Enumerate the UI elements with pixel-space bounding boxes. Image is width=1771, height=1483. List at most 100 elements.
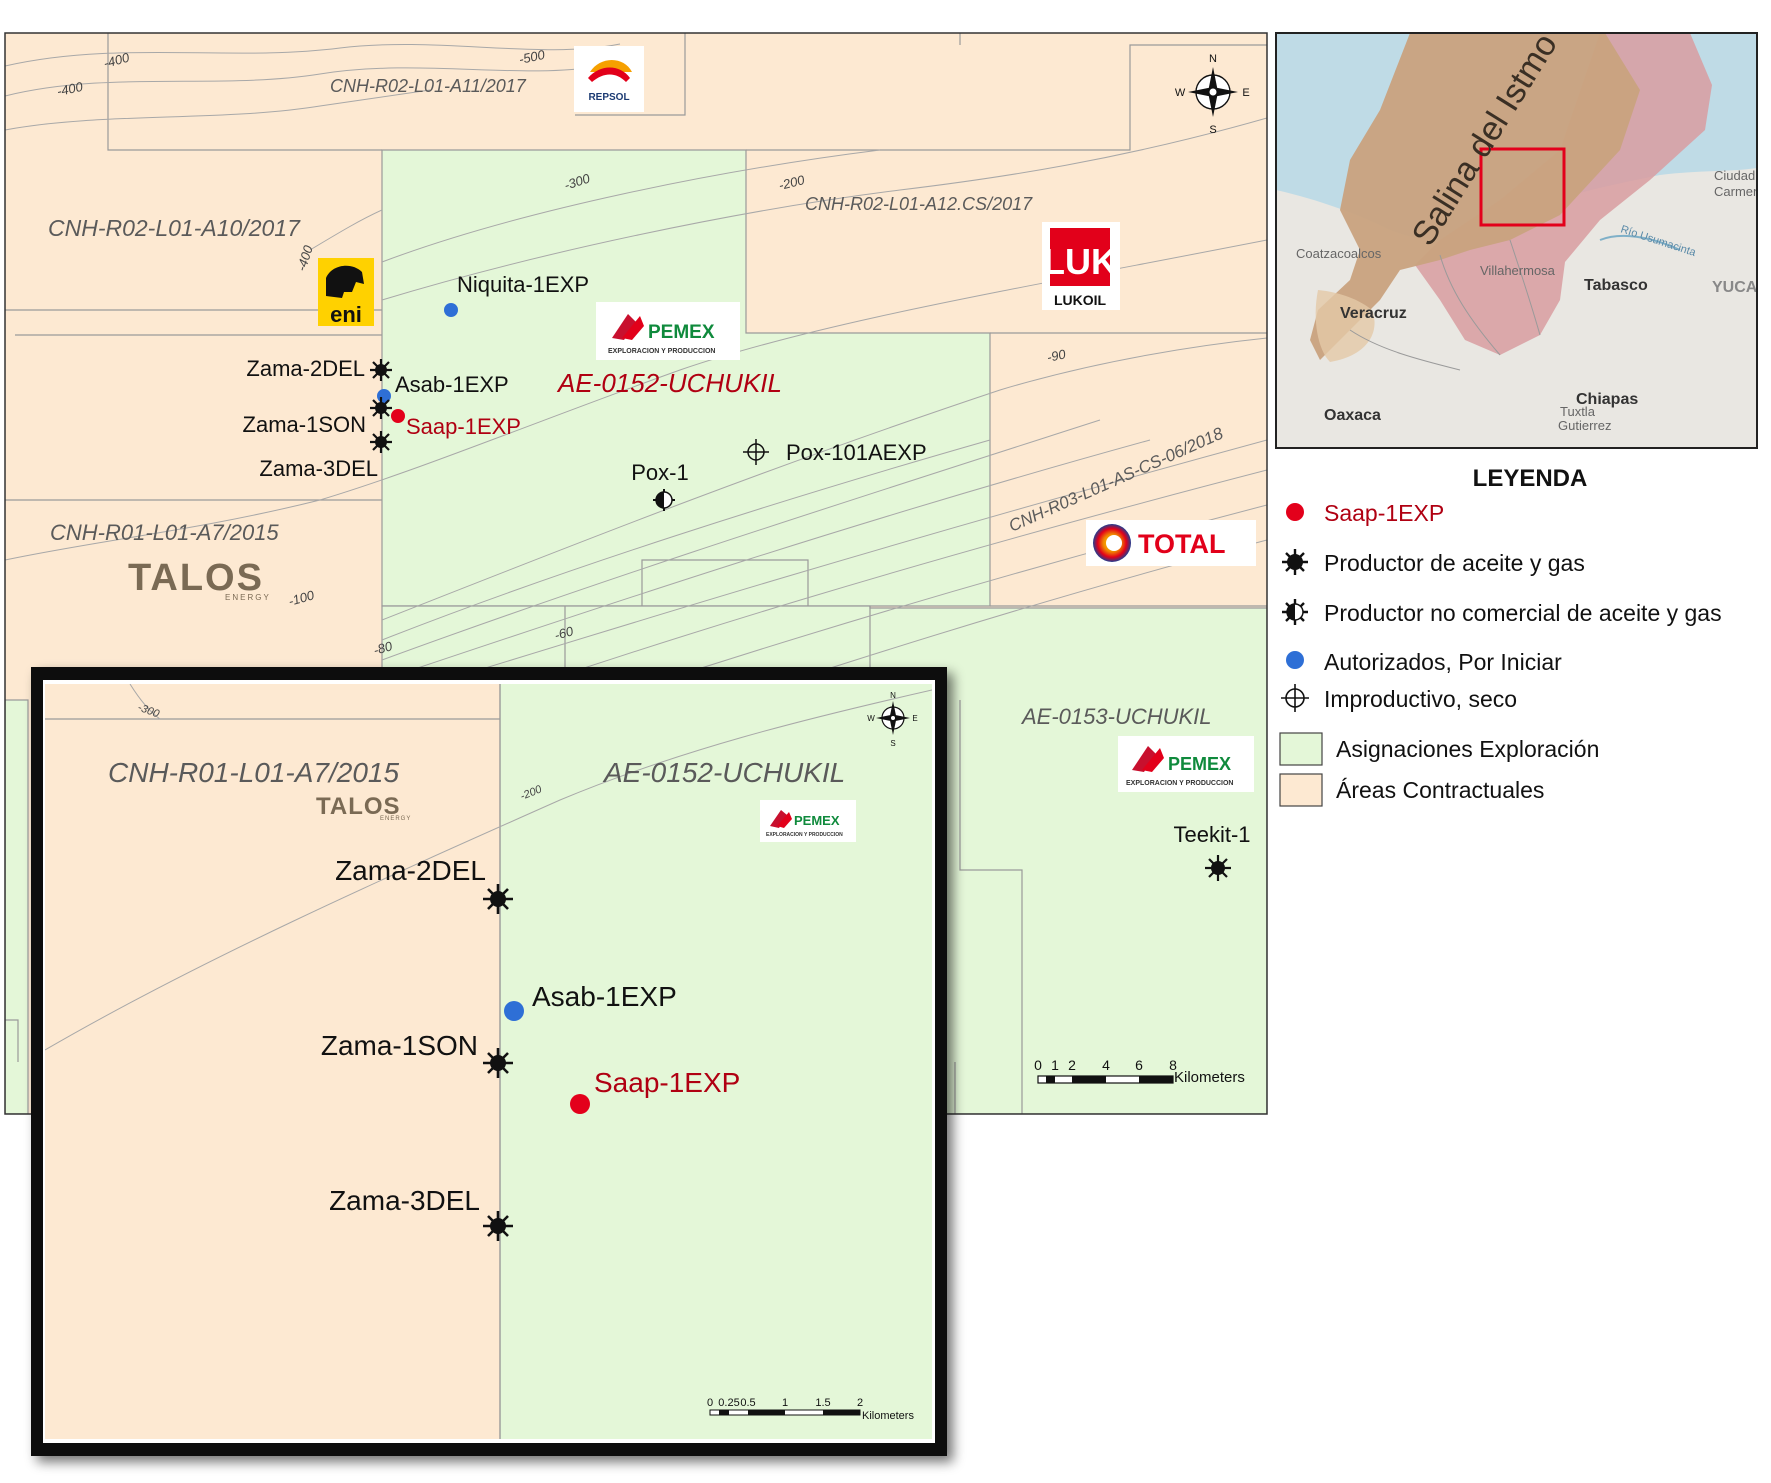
inset-scale-tick: 1.5	[815, 1397, 830, 1409]
block-label-a12: CNH-R02-L01-A12.CS/2017	[805, 194, 1033, 214]
place-chiapas: Chiapas	[1576, 391, 1638, 408]
locator-extent-box	[1479, 147, 1566, 227]
inset-scale-unit: Kilometers	[862, 1410, 914, 1422]
total-logo-text: TOTAL	[1138, 529, 1226, 559]
place-villahermosa: Villahermosa	[1480, 263, 1556, 278]
scale-tick: 4	[1102, 1057, 1110, 1073]
contour-label: -400	[56, 79, 85, 99]
legend: LEYENDA Saap-1EXP Productor de aceite y …	[1279, 465, 1722, 807]
inset-scale-bar: 0 0.25 0.5 1 1.5 2 Kilometers	[707, 1397, 915, 1422]
producer-well-icon	[370, 397, 392, 419]
place-veracruz: Veracruz	[1340, 305, 1407, 322]
legend-label-authorized: Autorizados, Por Iniciar	[1324, 649, 1562, 675]
contour-label: -200	[777, 172, 807, 193]
scale-tick: 2	[1068, 1057, 1076, 1073]
pemex-logo: PEMEX EXPLORACION Y PRODUCCION	[596, 302, 740, 360]
compass-n: N	[1209, 53, 1217, 65]
well-label-niquita: Niquita-1EXP	[457, 272, 589, 297]
total-logo: TOTAL	[1086, 520, 1256, 566]
inset-compass-rose-icon: N S E W	[867, 691, 917, 748]
compass-w: W	[1175, 87, 1186, 99]
place-ciudad: Ciudad	[1714, 168, 1755, 183]
pemex-logo-2-subtext: EXPLORACION Y PRODUCCION	[1126, 780, 1233, 787]
legend-symbol-authorized	[1286, 651, 1304, 669]
legend-label-producer: Productor de aceite y gas	[1324, 550, 1585, 576]
inset-pemex-subtext: EXPLORACION Y PRODUCCION	[766, 832, 843, 838]
place-tuxtla: Tuxtla	[1560, 404, 1596, 419]
lukoil-mark: LUK	[1043, 241, 1117, 282]
inset-pemex-text: PEMEX	[794, 813, 840, 828]
well-label-teekit: Teekit-1	[1173, 822, 1250, 847]
well-label-pox-1: Pox-1	[631, 460, 688, 485]
well-label-pox-101aexp: Pox-101AEXP	[786, 440, 927, 465]
producer-well-icon	[370, 359, 392, 381]
contour-label: -400	[102, 49, 132, 70]
inset-well-marker-asab	[504, 1001, 524, 1021]
inset-pemex-logo: PEMEX EXPLORACION Y PRODUCCION	[760, 800, 856, 842]
compass-rose-icon: N S E W	[1175, 53, 1250, 136]
locator-map: Salina del Istmo Coatzacoalcos Villaherm…	[1275, 32, 1758, 449]
legend-producer-icon	[1282, 549, 1308, 575]
inset-well-label-asab: Asab-1EXP	[532, 981, 677, 1012]
place-yuca: YUCA	[1712, 279, 1758, 296]
legend-label-dry: Improductivo, seco	[1324, 686, 1517, 712]
inset-contours	[45, 684, 932, 1051]
legend-title: LEYENDA	[1473, 465, 1588, 492]
scale-tick: 6	[1135, 1057, 1143, 1073]
inset-scale-tick: 0	[707, 1397, 713, 1409]
place-coatzacoalcos: Coatzacoalcos	[1296, 246, 1382, 261]
producer-well-icon	[370, 431, 392, 453]
place-gutierrez: Gutierrez	[1558, 418, 1611, 433]
scale-tick: 0	[1034, 1057, 1042, 1073]
dry-well-icon	[743, 439, 769, 465]
place-tabasco: Tabasco	[1584, 277, 1648, 294]
legend-label-target: Saap-1EXP	[1324, 500, 1444, 526]
talos-logo-subtext: ENERGY	[225, 593, 271, 602]
inset-well-label-zama-1son: Zama-1SON	[321, 1030, 478, 1061]
block-label-a11: CNH-R02-L01-A11/2017	[330, 76, 527, 96]
lukoil-logo-text: LUKOIL	[1054, 292, 1107, 308]
block-label-ae0153: AE-0153-UCHUKIL	[1020, 704, 1212, 729]
inset-well-label-zama-3del: Zama-3DEL	[329, 1185, 480, 1216]
inset-contract-area	[45, 684, 500, 1439]
inset-map: -300 -200 CNH-R01-L01-A7/2015 AE-0152-UC…	[31, 667, 947, 1456]
main-scale-bar: 0 1 2 4 6 8 Kilometers	[1034, 1057, 1245, 1086]
contour-label: -100	[287, 587, 317, 609]
inset-compass-w: W	[867, 714, 875, 723]
producer-well-icon	[483, 1211, 513, 1241]
producer-well-icon	[483, 884, 513, 914]
legend-symbol-target	[1286, 503, 1304, 521]
inset-well-label-zama-2del: Zama-2DEL	[335, 855, 486, 886]
legend-dry-icon	[1281, 684, 1309, 712]
well-label-zama-1son: Zama-1SON	[243, 412, 366, 437]
legend-label-assignment: Asignaciones Exploración	[1336, 736, 1599, 762]
pemex-logo-2: PEMEX EXPLORACION Y PRODUCCION	[1118, 736, 1254, 792]
inset-talos-text: TALOS	[316, 793, 401, 820]
inset-talos-logo: TALOS ENERGY	[316, 793, 411, 822]
well-label-zama-2del: Zama-2DEL	[246, 356, 365, 381]
compass-e: E	[1242, 87, 1249, 99]
inset-scale-tick: 0.25	[718, 1397, 739, 1409]
main-wells: Niquita-1EXP Zama-2DEL Asab-1EXP Zama-1S…	[243, 272, 1251, 881]
contour-label: -80	[372, 638, 395, 658]
contour-label: -90	[1046, 346, 1068, 365]
scale-unit: Kilometers	[1174, 1069, 1245, 1086]
scale-tick: 1	[1051, 1057, 1059, 1073]
legend-label-noncommercial: Productor no comercial de aceite y gas	[1324, 600, 1722, 626]
producer-well-icon	[483, 1048, 513, 1078]
pemex-logo-2-text: PEMEX	[1168, 754, 1231, 774]
legend-noncommercial-icon	[1282, 599, 1308, 625]
repsol-logo-text: REPSOL	[588, 92, 629, 103]
salina-del-istmo-basin	[1310, 33, 1640, 360]
contour-label: -60	[553, 623, 576, 643]
eni-logo: eni	[318, 258, 374, 327]
inset-compass-n: N	[890, 691, 896, 700]
well-label-asab: Asab-1EXP	[395, 372, 509, 397]
block-label-a7: CNH-R01-L01-A7/2015	[50, 520, 279, 545]
inset-talos-subtext: ENERGY	[380, 816, 411, 822]
compass-s: S	[1209, 124, 1216, 136]
legend-swatch-assignment	[1279, 732, 1323, 766]
locator-frame	[1275, 32, 1758, 449]
contour-label: -500	[518, 47, 547, 67]
place-oaxaca: Oaxaca	[1324, 407, 1381, 424]
